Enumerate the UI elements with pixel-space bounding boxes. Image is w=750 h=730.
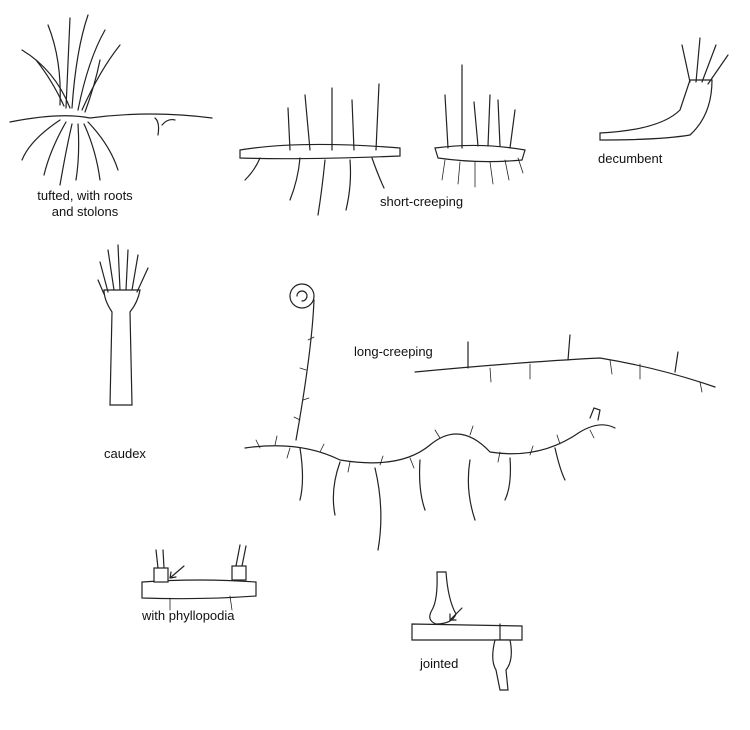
label-caudex: caudex — [104, 446, 146, 461]
short-creeping-rhizome-drawing-1 — [239, 83, 401, 216]
label-long-creeping: long-creeping — [354, 344, 433, 359]
long-creeping-rhizome-drawing — [414, 334, 716, 393]
caudex-drawing — [97, 244, 149, 406]
short-creeping-rhizome-drawing-2 — [434, 64, 526, 188]
label-tufted-line2: and stolons — [51, 204, 119, 219]
label-decumbent: decumbent — [598, 151, 663, 166]
jointed-rhizome-drawing — [411, 571, 523, 691]
label-phyllopodia: with phyllopodia — [142, 608, 235, 623]
label-tufted-line1: tufted, with roots — [37, 188, 133, 203]
label-short-creeping: short-creeping — [380, 194, 464, 209]
hairy-creeping-rhizome-drawing — [244, 283, 616, 551]
tufted-rhizome-drawing — [9, 14, 213, 186]
label-tufted: tufted, with roots and stolons — [20, 188, 150, 220]
label-jointed: jointed — [420, 656, 459, 671]
decumbent-rhizome-drawing — [599, 37, 729, 141]
phyllopodia-rhizome-drawing — [141, 544, 257, 611]
